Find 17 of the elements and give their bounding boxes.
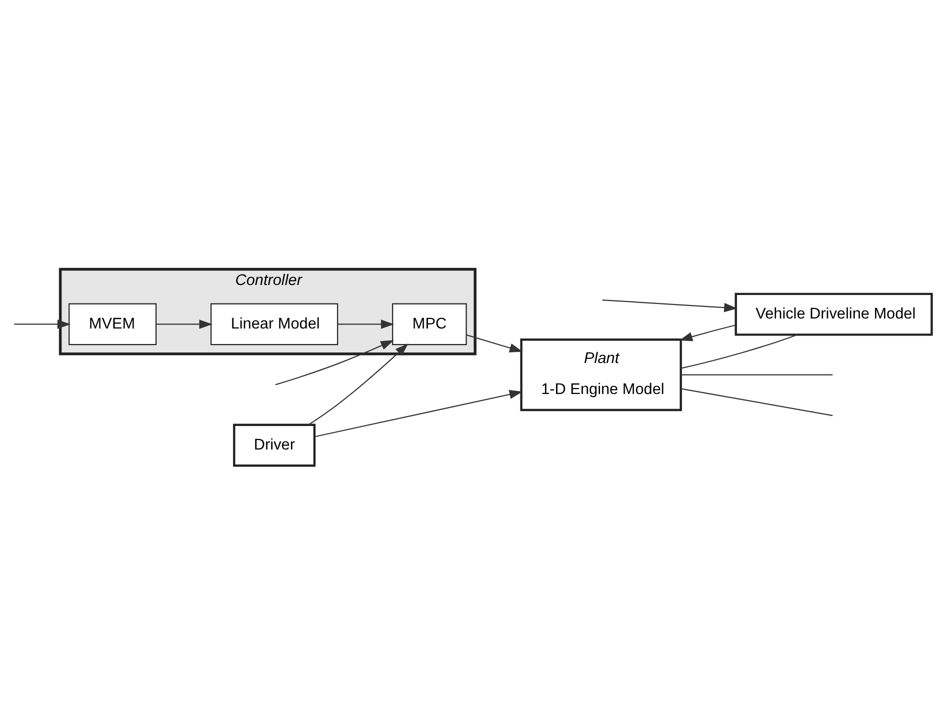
arrow [679, 324, 736, 342]
node-box: MPC [392, 303, 467, 346]
connector [680, 334, 798, 369]
node-box: Driver [233, 424, 316, 467]
node-box: MVEM [68, 303, 157, 346]
arrow [308, 343, 408, 426]
arrow [314, 390, 523, 438]
connector [680, 374, 833, 376]
arrow [275, 340, 394, 386]
connector [680, 388, 833, 416]
arrow [338, 320, 394, 329]
node-box: Plant 1-D Engine Model [520, 338, 682, 412]
node-box: Vehicle Driveline Model [734, 292, 933, 336]
node-box: Linear Model [210, 303, 338, 346]
arrow [14, 320, 71, 329]
arrow [156, 320, 212, 329]
arrow [602, 299, 738, 312]
